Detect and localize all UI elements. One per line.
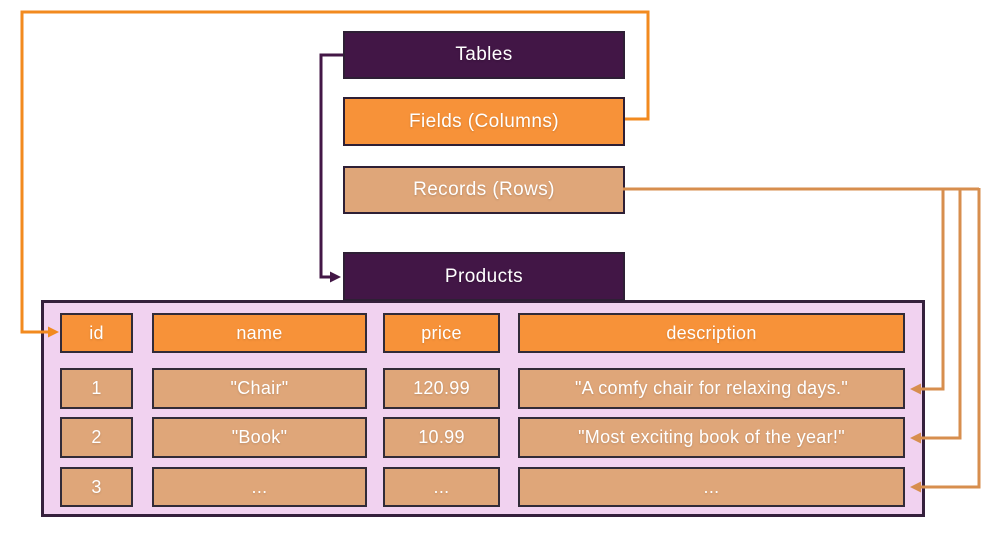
table-cell-row1-id: 1	[60, 368, 133, 409]
table-cell-row1-price: 120.99	[383, 368, 500, 409]
fields-box-label: Fields (Columns)	[409, 110, 559, 132]
products-table: id name price description 1 "Chair" 120.…	[41, 300, 925, 517]
table-cell-row3-id: 3	[60, 467, 133, 507]
tables-to-products-line	[319, 53, 343, 279]
fields-columns-box: Fields (Columns)	[343, 97, 625, 146]
records-box-label: Records (Rows)	[413, 179, 555, 200]
table-cell-row2-description: "Most exciting book of the year!"	[518, 417, 905, 458]
table-cell-row2-id: 2	[60, 417, 133, 458]
table-cell-row3-price: ...	[383, 467, 500, 507]
col-header-price: price	[383, 313, 500, 353]
table-cell-row2-name: "Book"	[152, 417, 367, 458]
products-box-label: Products	[444, 265, 524, 287]
records-rows-box: Records (Rows)	[343, 166, 625, 214]
table-cell-row3-name: ...	[152, 467, 367, 507]
table-cell-row2-price: 10.99	[383, 417, 500, 458]
table-cell-row1-name: "Chair"	[152, 368, 367, 409]
tables-box: Tables	[343, 31, 625, 79]
table-cell-row1-description: "A comfy chair for relaxing days."	[518, 368, 905, 409]
records-to-row3-line	[921, 188, 981, 489]
col-header-description: description	[518, 313, 905, 353]
col-header-name: name	[152, 313, 367, 353]
products-table-title-box: Products	[343, 252, 625, 301]
col-header-id: id	[60, 313, 133, 353]
tables-to-products-arrowhead-icon	[330, 271, 341, 283]
table-cell-row3-description: ...	[518, 467, 905, 507]
tables-box-label: Tables	[455, 44, 513, 65]
records-to-row2-line	[921, 188, 962, 440]
